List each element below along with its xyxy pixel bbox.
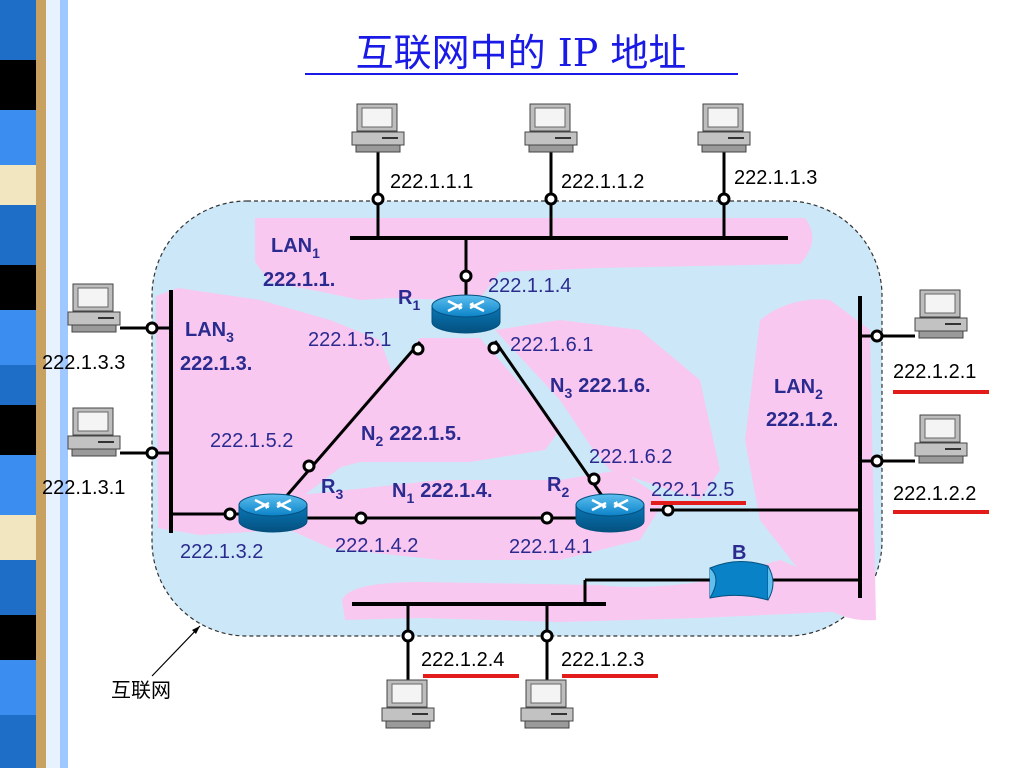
bridge-label: B bbox=[732, 542, 746, 564]
router-icon bbox=[237, 492, 309, 534]
iface-r3-n1: 222.1.4.2 bbox=[335, 535, 418, 557]
computer-icon bbox=[697, 103, 751, 153]
page-title: 互联网中的 IP 地址 bbox=[356, 31, 687, 75]
computer-icon bbox=[524, 103, 578, 153]
router-r1-label: R1 bbox=[398, 287, 420, 313]
computer-icon bbox=[67, 407, 121, 457]
interface-dots bbox=[145, 192, 884, 643]
network-links bbox=[169, 236, 862, 606]
host-addr-222-1-2-2: 222.1.2.2 bbox=[893, 483, 976, 505]
decorative-left-bar bbox=[0, 0, 68, 768]
lan1-name: LAN1 bbox=[271, 235, 320, 261]
iface-r2-n3: 222.1.6.2 bbox=[589, 446, 672, 468]
network-regions bbox=[156, 218, 876, 622]
computer-icon bbox=[914, 414, 968, 464]
host-addr-222-1-1-2: 222.1.1.2 bbox=[561, 171, 644, 193]
computer-icon bbox=[914, 289, 968, 339]
lan3-address: 222.1.3. bbox=[180, 353, 252, 375]
iface-r3-lan3: 222.1.3.2 bbox=[180, 541, 263, 563]
router-icon bbox=[430, 293, 502, 335]
iface-r2-n1: 222.1.4.1 bbox=[509, 536, 592, 558]
computer-icon bbox=[381, 679, 435, 729]
host-addr-222-1-1-3: 222.1.1.3 bbox=[734, 167, 817, 189]
host-addr-222-1-1-1: 222.1.1.1 bbox=[390, 171, 473, 193]
bridge-icon bbox=[709, 561, 774, 601]
iface-r1-lan1: 222.1.1.4 bbox=[488, 275, 571, 297]
internet-label: 互联网 bbox=[111, 679, 171, 702]
host-addr-222-1-2-3: 222.1.2.3 bbox=[561, 649, 644, 671]
iface-r3-n2: 222.1.5.2 bbox=[210, 430, 293, 452]
lan3-region bbox=[156, 288, 395, 535]
computer-icon bbox=[67, 283, 121, 333]
iface-r1-n3: 222.1.6.1 bbox=[510, 334, 593, 356]
n1-region bbox=[290, 470, 665, 560]
computer-icon bbox=[351, 103, 405, 153]
lan1-region bbox=[255, 218, 813, 312]
highlight-underlines bbox=[423, 390, 989, 678]
lan1-address: 222.1.1. bbox=[263, 269, 335, 291]
router-r3-label: R3 bbox=[321, 476, 343, 502]
host-addr-222-1-2-4: 222.1.2.4 bbox=[421, 649, 504, 671]
n3-region bbox=[495, 320, 720, 500]
iface-r1-n2: 222.1.5.1 bbox=[308, 329, 391, 351]
lan3-name: LAN3 bbox=[185, 319, 234, 345]
iface-r2-lan2: 222.1.2.5 bbox=[651, 479, 734, 501]
router-r2-label: R2 bbox=[547, 474, 569, 500]
host-addr-222-1-2-1: 222.1.2.1 bbox=[893, 361, 976, 383]
host-addr-222-1-3-1: 222.1.3.1 bbox=[42, 477, 125, 499]
computer-icon bbox=[520, 679, 574, 729]
host-addr-222-1-3-3: 222.1.3.3 bbox=[42, 352, 125, 374]
lan2-region bbox=[745, 299, 876, 621]
internet-pointer-arrow bbox=[192, 626, 200, 634]
router-icon bbox=[574, 492, 646, 534]
internet-pointer-line bbox=[151, 625, 201, 677]
n2-region bbox=[320, 338, 560, 470]
lan2-address: 222.1.2. bbox=[766, 409, 838, 431]
lan2-name: LAN2 bbox=[774, 376, 823, 402]
